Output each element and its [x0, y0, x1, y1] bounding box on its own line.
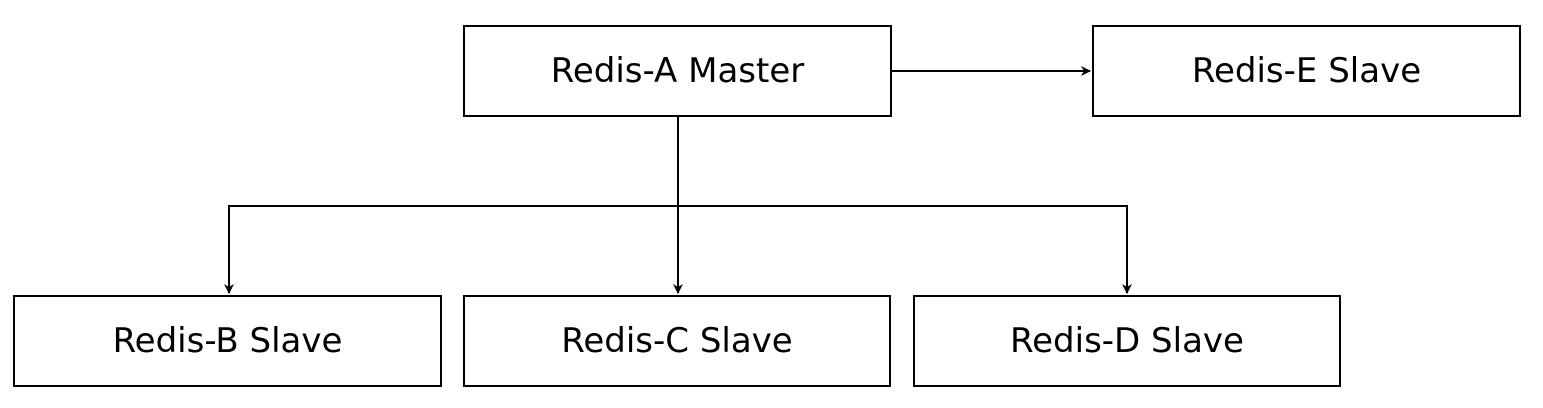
- redis-c-slave-node: Redis-C Slave: [463, 295, 891, 387]
- node-label: Redis-B Slave: [112, 321, 343, 361]
- node-label: Redis-E Slave: [1191, 51, 1422, 91]
- redis-e-slave-node: Redis-E Slave: [1092, 25, 1521, 117]
- node-label: Redis-C Slave: [561, 321, 793, 361]
- node-label: Redis-A Master: [550, 51, 805, 91]
- redis-b-slave-node: Redis-B Slave: [13, 295, 442, 387]
- node-label: Redis-D Slave: [1010, 321, 1244, 361]
- redis-d-slave-node: Redis-D Slave: [913, 295, 1341, 387]
- edge-a-to-b: [224, 205, 678, 294]
- redis-a-master-node: Redis-A Master: [463, 25, 892, 117]
- edge-a-to-d: [678, 205, 1132, 294]
